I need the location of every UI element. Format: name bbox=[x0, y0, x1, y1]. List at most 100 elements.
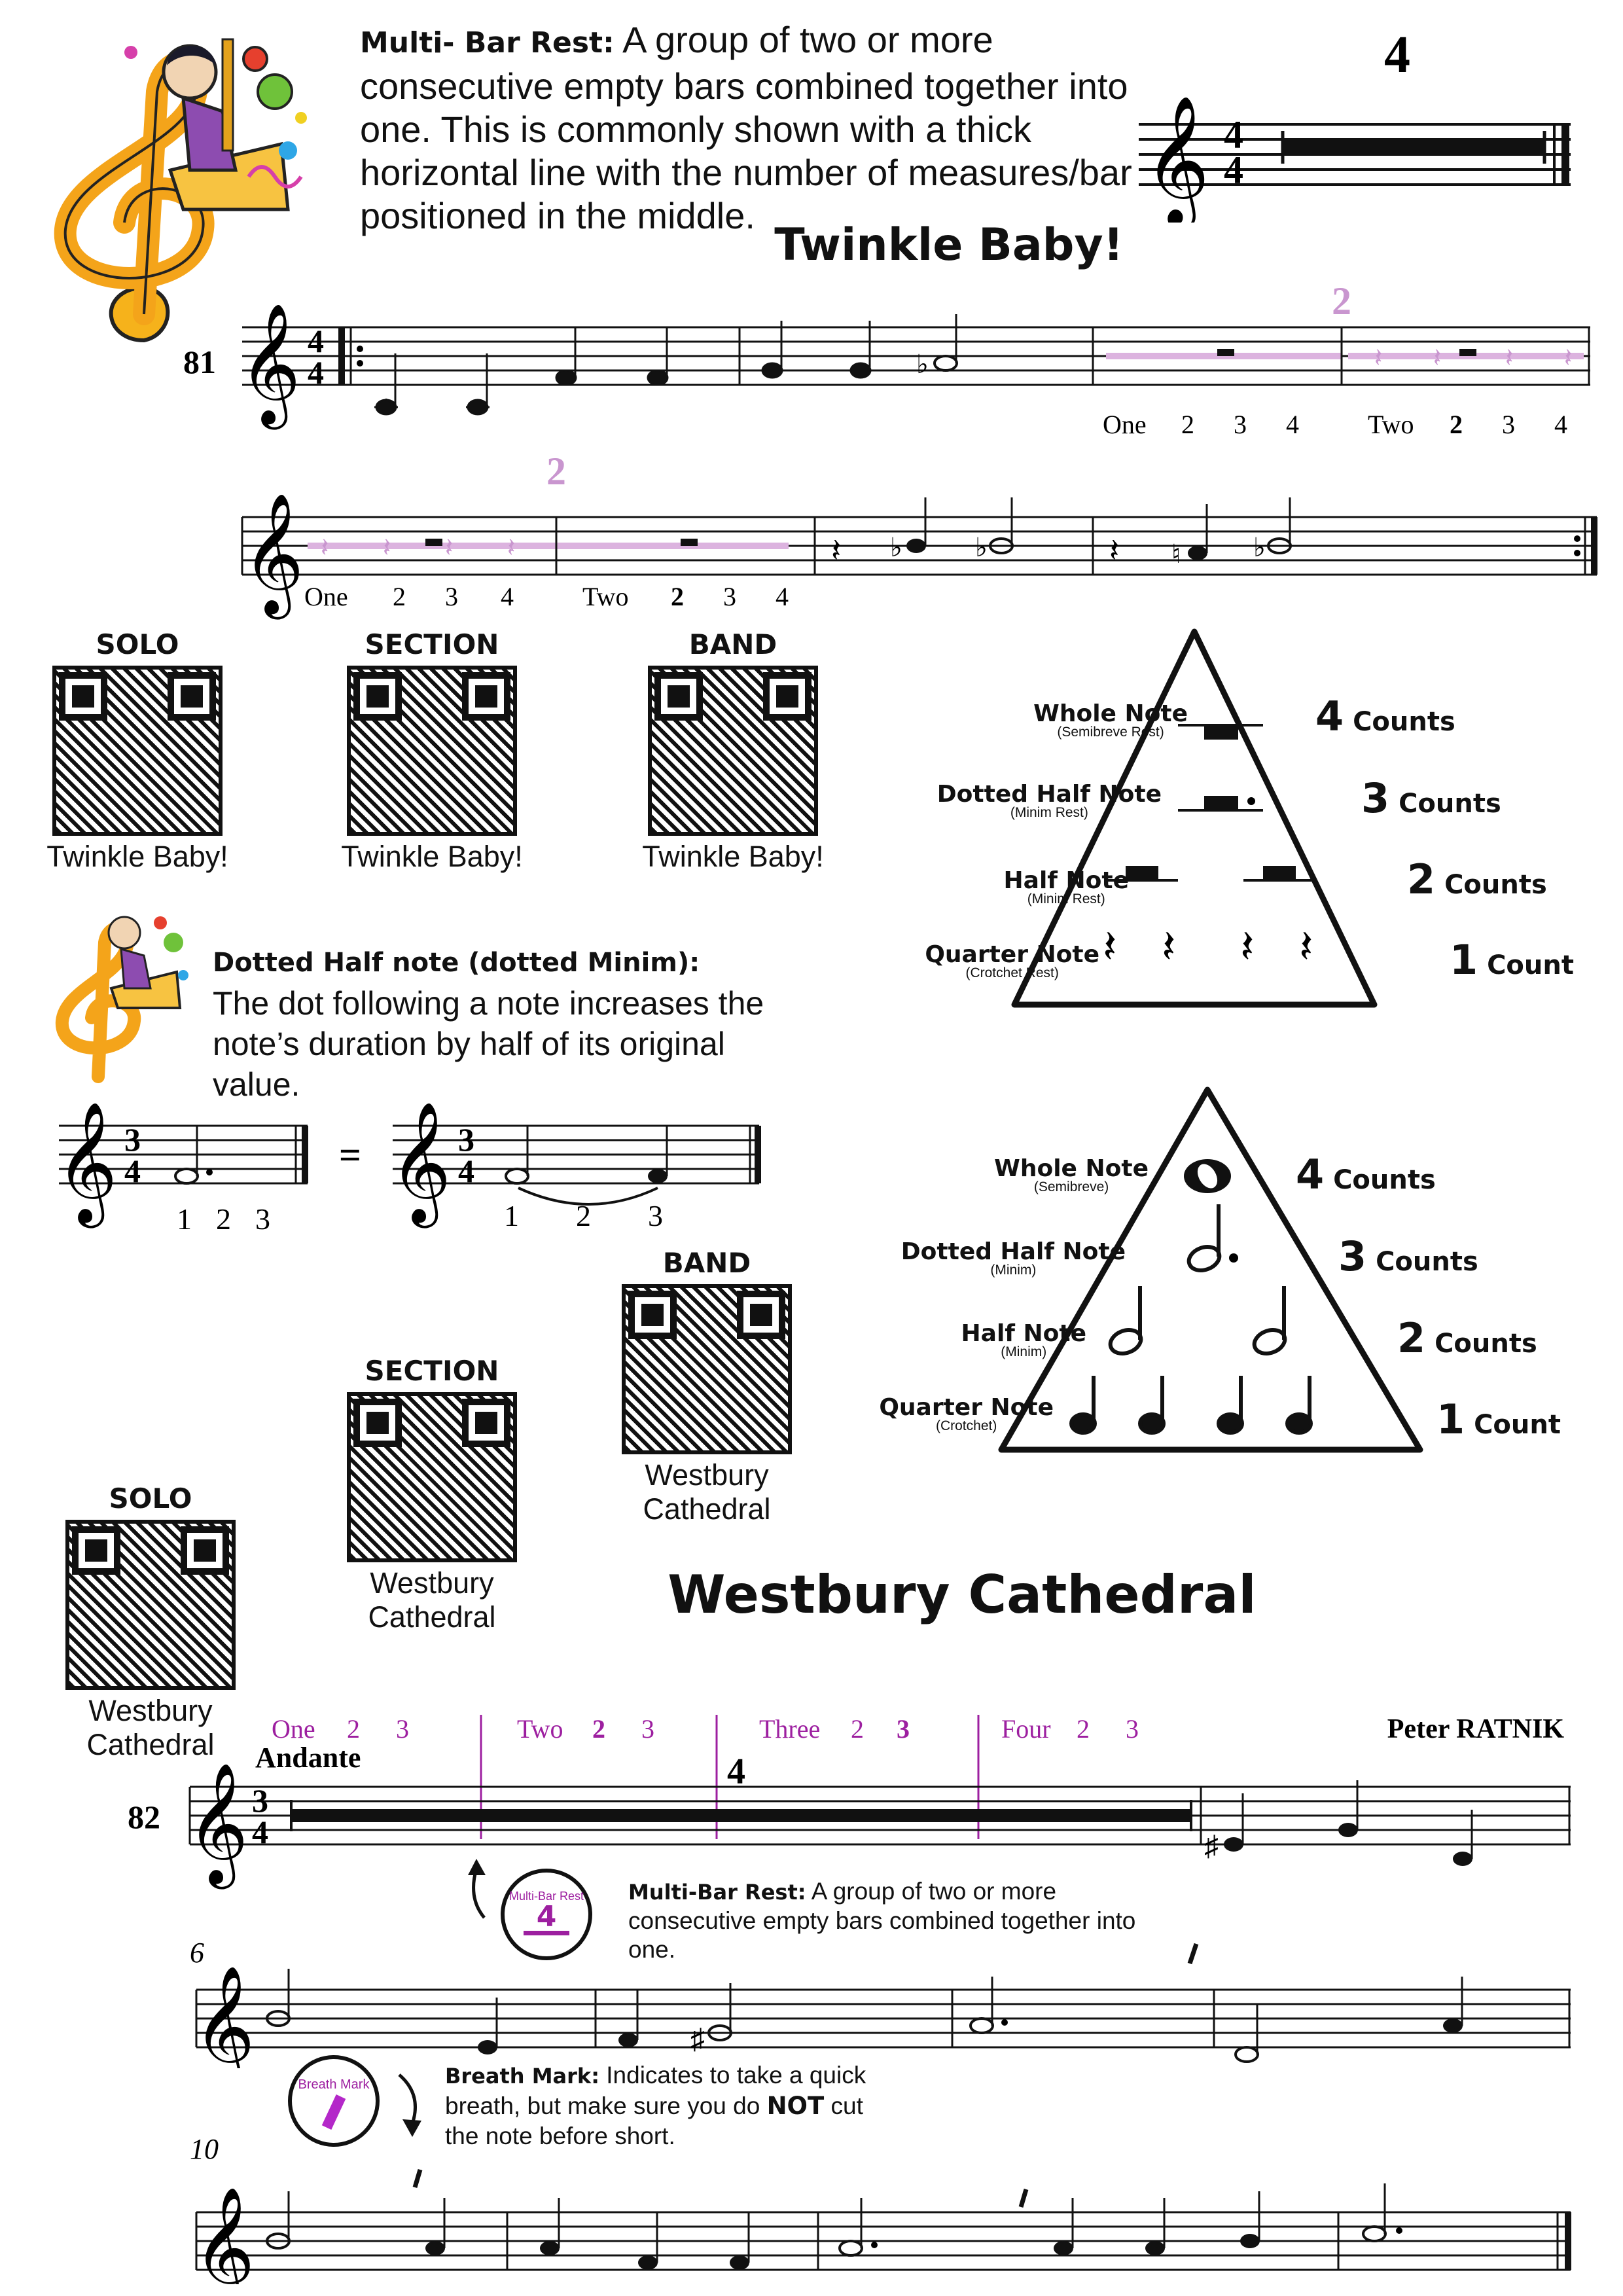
svg-text:1: 1 bbox=[504, 1199, 519, 1232]
svg-text:One: One bbox=[1103, 410, 1147, 439]
svg-text:3: 3 bbox=[641, 1714, 654, 1744]
svg-text:One: One bbox=[272, 1714, 315, 1744]
breath-mark-callout: Breath Mark: Indicates to take a quick b… bbox=[445, 2062, 866, 2149]
multi-bar-rest-callout: Multi-Bar Rest: A group of two or more c… bbox=[628, 1877, 1165, 1964]
svg-text:4: 4 bbox=[308, 354, 324, 391]
svg-text:4: 4 bbox=[308, 323, 324, 359]
note-half-label: Half Note(Minim) bbox=[961, 1320, 1086, 1359]
qr-band-twinkle[interactable]: BAND Twinkle Baby! bbox=[615, 628, 851, 874]
svg-text:2: 2 bbox=[393, 582, 406, 611]
note-whole-count: 4 Counts bbox=[1296, 1151, 1436, 1198]
note-pyramid: Whole Note(Semibreve) Dotted Half Note(M… bbox=[785, 1073, 1623, 1466]
svg-text:♭: ♭ bbox=[1253, 533, 1266, 562]
treble-clef-icon: 𝄞 bbox=[56, 1103, 118, 1229]
westbury-staff-line-2: 6 𝄞 ♯ bbox=[177, 1924, 1584, 2092]
svg-text:3: 3 bbox=[445, 582, 458, 611]
breath-mark-icon bbox=[412, 2169, 423, 2188]
svg-text:𝄽: 𝄽 bbox=[383, 533, 391, 562]
breath-mark-badge: Breath Mark bbox=[288, 2055, 380, 2147]
rest-quarter-label: Quarter Note(Crotchet Rest) bbox=[925, 941, 1099, 980]
rest-dotted-half-count: 3 Counts bbox=[1361, 774, 1501, 822]
qr-label: Westbury Cathedral bbox=[368, 1566, 496, 1634]
qr-heading: SOLO bbox=[109, 1482, 192, 1515]
svg-text:2: 2 bbox=[576, 1199, 591, 1232]
multi-bar-rest-text: A group of two or more consecutive empty… bbox=[360, 19, 1132, 236]
qr-band-westbury[interactable]: BAND Westbury Cathedral bbox=[589, 1247, 825, 1526]
svg-text:♯: ♯ bbox=[1204, 1830, 1219, 1862]
svg-text:=: = bbox=[339, 1134, 361, 1177]
exercise-number: 81 bbox=[183, 344, 216, 380]
callout-text: A group of two or more consecutive empty… bbox=[628, 1878, 1136, 1963]
svg-text:Two: Two bbox=[517, 1714, 563, 1744]
svg-text:2: 2 bbox=[1181, 410, 1194, 439]
svg-text:♭: ♭ bbox=[975, 533, 988, 562]
dotted-half-term: Dotted Half note (dotted Minim): bbox=[213, 948, 700, 978]
qr-label: Twinkle Baby! bbox=[642, 840, 824, 873]
svg-text:3: 3 bbox=[897, 1714, 910, 1744]
westbury-staff-line-3: 10 𝄞 bbox=[177, 2114, 1584, 2296]
multi-bar-rest-definition: Multi- Bar Rest: A group of two or more … bbox=[360, 18, 1165, 238]
qr-solo-twinkle[interactable]: SOLO Twinkle Baby! bbox=[20, 628, 255, 874]
qr-code-icon[interactable] bbox=[648, 666, 818, 836]
qr-section-twinkle[interactable]: SECTION Twinkle Baby! bbox=[314, 628, 550, 874]
note-dotted-half-label: Dotted Half Note(Minim) bbox=[901, 1238, 1126, 1278]
composer: Peter RATNIK bbox=[1387, 1714, 1565, 1744]
svg-text:𝄽: 𝄽 bbox=[1240, 922, 1254, 973]
svg-text:4: 4 bbox=[727, 1751, 745, 1792]
svg-text:𝄽: 𝄽 bbox=[1299, 922, 1313, 973]
rest-dotted-half-label: Dotted Half Note(Minim Rest) bbox=[936, 781, 1162, 820]
badge-label: Multi-Bar Rest bbox=[508, 1890, 584, 1903]
measure-number: 10 bbox=[190, 2133, 219, 2165]
qr-code-icon[interactable] bbox=[347, 1392, 517, 1562]
multi-bar-rest-term: Multi- Bar Rest: bbox=[360, 26, 615, 60]
svg-text:One: One bbox=[304, 582, 348, 611]
svg-text:Two: Two bbox=[1368, 410, 1414, 439]
qr-heading: SOLO bbox=[96, 628, 179, 660]
note-quarter-count: 1 Count bbox=[1436, 1395, 1561, 1443]
qr-code-icon[interactable] bbox=[52, 666, 223, 836]
svg-text:𝄽: 𝄽 bbox=[1103, 922, 1116, 973]
qr-code-icon[interactable] bbox=[65, 1520, 236, 1690]
qr-heading: BAND bbox=[688, 628, 777, 660]
note-whole-label: Whole Note(Semibreve) bbox=[994, 1155, 1149, 1194]
treble-clef-mascot-logo bbox=[26, 13, 314, 360]
badge-label: Breath Mark bbox=[298, 2077, 370, 2092]
tempo-marking: Andante bbox=[255, 1742, 361, 1774]
svg-text:Three: Three bbox=[759, 1714, 820, 1744]
note-quarter-label: Quarter Note(Crotchet) bbox=[879, 1394, 1054, 1433]
qr-heading: SECTION bbox=[365, 1355, 499, 1387]
dotted-half-example: 𝄞 3 4 = 𝄞 3 4 1 2 3 1 2 3 bbox=[52, 1086, 772, 1257]
svg-text:4: 4 bbox=[1554, 410, 1567, 439]
svg-text:4: 4 bbox=[458, 1153, 474, 1189]
qr-code-icon[interactable] bbox=[622, 1284, 792, 1454]
treble-clef-icon: 𝄞 bbox=[242, 495, 304, 620]
small-mascot-logo bbox=[39, 903, 196, 1086]
svg-text:♭: ♭ bbox=[916, 350, 929, 379]
qr-solo-westbury[interactable]: SOLO Westbury Cathedral bbox=[33, 1482, 268, 1762]
qr-label: Twinkle Baby! bbox=[341, 840, 523, 873]
treble-clef-icon: 𝄞 bbox=[239, 305, 301, 430]
svg-text:2: 2 bbox=[1332, 288, 1351, 323]
svg-text:𝄽: 𝄽 bbox=[507, 533, 515, 562]
svg-text:𝄽: 𝄽 bbox=[445, 533, 453, 562]
curved-arrow-icon bbox=[393, 2068, 432, 2140]
svg-text:♭: ♭ bbox=[890, 533, 902, 562]
svg-text:Two: Two bbox=[582, 582, 629, 611]
svg-text:3: 3 bbox=[723, 582, 736, 611]
svg-text:𝄽: 𝄽 bbox=[1162, 922, 1175, 973]
qr-section-westbury[interactable]: SECTION Westbury Cathedral bbox=[314, 1355, 550, 1634]
svg-text:𝄽: 𝄽 bbox=[1433, 343, 1441, 372]
rest-whole-count: 4 Counts bbox=[1315, 692, 1455, 740]
svg-text:𝄽: 𝄽 bbox=[831, 532, 841, 569]
svg-text:2: 2 bbox=[1077, 1714, 1090, 1744]
qr-code-icon[interactable] bbox=[347, 666, 517, 836]
multi-bar-rest-badge: Multi-Bar Rest 4 bbox=[501, 1869, 592, 1960]
westbury-staff-line-1: One 2 3 Two 2 3 Three 2 3 Four 2 3 Andan… bbox=[118, 1708, 1597, 1983]
svg-text:4: 4 bbox=[776, 582, 789, 611]
svg-text:3: 3 bbox=[396, 1714, 409, 1744]
dotted-half-definition: Dotted Half note (dotted Minim): The dot… bbox=[213, 942, 789, 1105]
rest-half-count: 2 Counts bbox=[1407, 855, 1547, 903]
svg-text:𝄽: 𝄽 bbox=[1505, 343, 1513, 372]
twinkle-staff-line-2: 𝄞 𝄽𝄽𝄽𝄽 2 𝄽 ♭ ♭ 𝄽 ♮ ♭ One 2 3 4 Two 2 3 bbox=[236, 450, 1603, 622]
svg-text:𝄽: 𝄽 bbox=[321, 533, 329, 562]
